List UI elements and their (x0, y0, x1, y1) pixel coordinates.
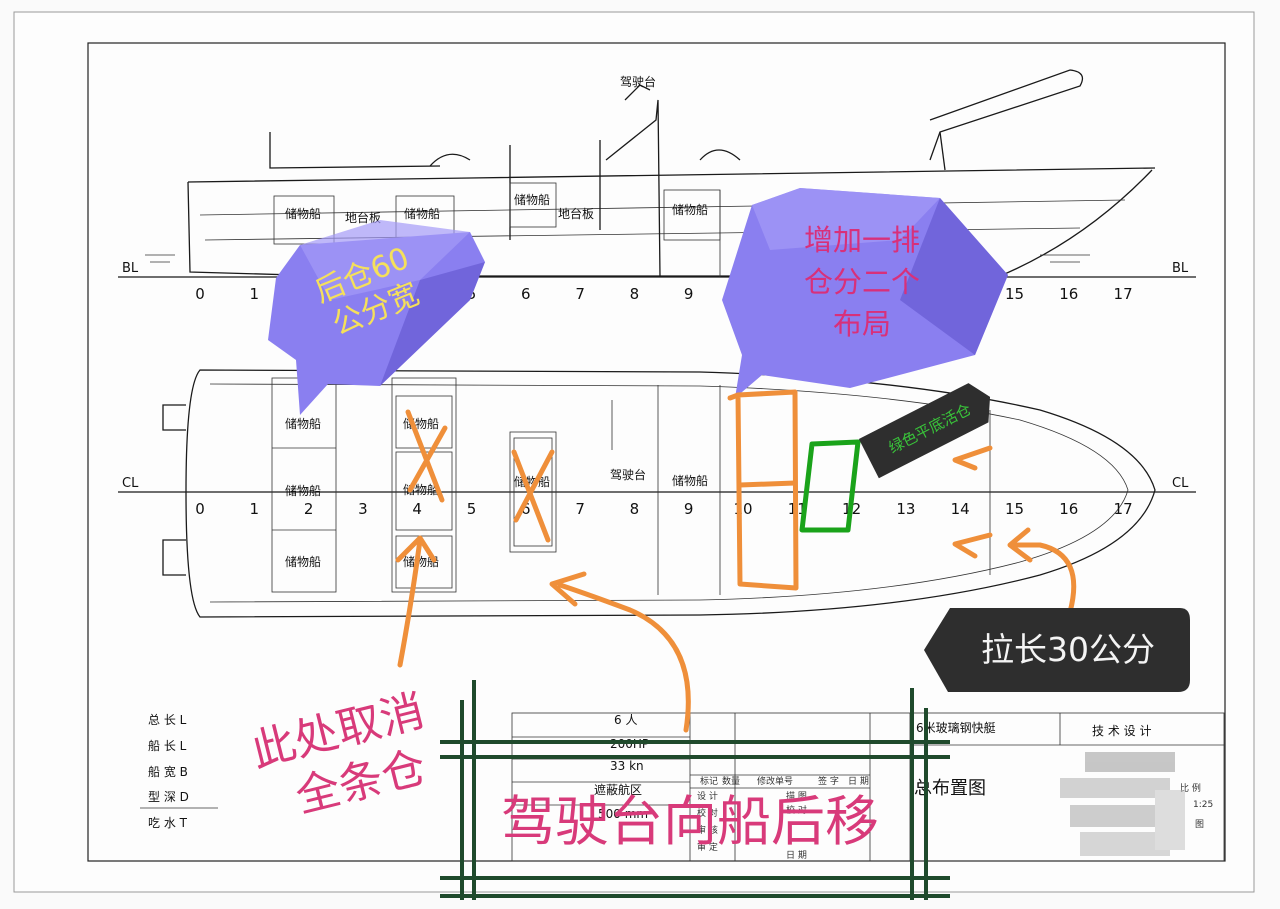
plan-compartment-label: 储物船 (672, 473, 708, 488)
profile-compartment-label: 储物船 (514, 192, 550, 207)
paper-border (13, 11, 1255, 893)
signature-row-label: 审 定 (697, 841, 718, 853)
revision-header: 标记 (700, 775, 718, 787)
front-bubble-line-1: 增加一排 (804, 223, 920, 257)
spec-value: 33 kn (610, 759, 644, 773)
plan-station-number: 8 (630, 500, 640, 518)
plan-station-number: 9 (684, 500, 694, 518)
plan-station-number: 0 (195, 500, 205, 518)
rear-compartment-bubble: 后仓60 公分宽 (268, 220, 485, 415)
profile-compartment-label: 储物船 (672, 202, 708, 217)
profile-compartment-label: 储物船 (404, 206, 440, 221)
particular-label: 型 深 D (148, 790, 189, 804)
plan-station-number: 10 (733, 500, 752, 518)
profile-compartment-label: 储物船 (285, 206, 321, 221)
design-stage: 技 术 设 计 (1092, 724, 1151, 738)
profile-station-number: 17 (1114, 285, 1133, 303)
signature-row-label: 校 对 (697, 807, 718, 819)
green-marker-frame (440, 680, 950, 900)
plan-station-number: 14 (951, 500, 970, 518)
signature-row-label: 设 计 (697, 790, 718, 802)
plan-station-number: 5 (467, 500, 477, 518)
revision-header: 签 字 (818, 775, 839, 787)
profile-compartment-label: 地台板 (558, 206, 594, 221)
plan-station-number: 17 (1114, 500, 1133, 518)
plan-compartment-label: 储物船 (285, 416, 321, 431)
signature-rows: 设 计校 对审 核审 定 (697, 790, 718, 853)
signature-extra-label: 日 期 (786, 850, 807, 861)
new-compartment-sketch (727, 389, 799, 591)
particular-label: 吃 水 T (148, 816, 188, 830)
revision-headers: 标记数量 修改单号 签 字日 期 (700, 775, 869, 787)
plan-station-number: 3 (358, 500, 368, 518)
plan-station-number: 15 (1005, 500, 1024, 518)
plan-station-number: 13 (896, 500, 915, 518)
plan-left-label: CL (122, 476, 139, 491)
title-block: 总 长 L 船 长 L 船 宽 B 型 深 D 吃 水 T 6 人 200HP … (140, 712, 1225, 862)
front-bubble-line-2: 仓分二个 (804, 265, 920, 299)
front-bubble-line-3: 布局 (833, 307, 891, 341)
profile-station-number: 15 (1005, 285, 1024, 303)
scale-value: 1:25 (1193, 800, 1213, 810)
signature-row-label: 审 核 (697, 824, 718, 836)
signature-extra-label: 校 对 (786, 804, 807, 816)
orange-arrows (395, 445, 1077, 733)
particular-label: 总 长 L (148, 713, 187, 727)
plan-station-number: 1 (250, 500, 260, 518)
spec-value: 遮蔽航区 (594, 782, 642, 797)
plan-compartment-label: 储物船 (285, 554, 321, 569)
revision-header: 修改单号 (757, 775, 793, 787)
redacted-area (1060, 752, 1185, 856)
plan-compartment-label: 储物船 (285, 483, 321, 498)
revision-header: 日 期 (848, 776, 869, 787)
front-layout-bubble: 增加一排 仓分二个 布局 (722, 188, 1008, 398)
profile-station-number: 7 (575, 285, 585, 303)
plan-station-number: 7 (575, 500, 585, 518)
stretch-tag: 拉长30公分 (924, 608, 1190, 692)
plan-station-number: 4 (412, 500, 422, 518)
cancel-cross-marks (405, 409, 555, 543)
live-well-sketch (799, 439, 861, 533)
sheet-label: 图 (1195, 819, 1204, 830)
move-helm-note: 驾驶台向船后移 (501, 790, 879, 853)
profile-station-number: 8 (630, 285, 640, 303)
profile-station-number: 1 (250, 285, 260, 303)
project-name: 6米玻璃钢快艇 (916, 721, 996, 735)
plan-station-number: 16 (1059, 500, 1078, 518)
spec-value: 500 mm (598, 807, 648, 821)
profile-view: BL BL 驾驶台 储物船 地台板 储物船 储物船 地台板 储物船 (118, 69, 1196, 278)
plan-station-number: 6 (521, 500, 531, 518)
signature-extra-label: 描 图 (786, 790, 807, 802)
scale-label: 比 例 (1180, 782, 1201, 794)
profile-left-label: BL (122, 261, 139, 276)
profile-helm-label: 驾驶台 (620, 74, 656, 89)
drawing-name: 总布置图 (914, 778, 986, 799)
profile-station-number: 6 (521, 285, 531, 303)
profile-compartment-label: 地台板 (345, 210, 381, 225)
particular-label: 船 宽 B (148, 764, 188, 779)
stretch-tag-text: 拉长30公分 (981, 630, 1155, 669)
particular-label: 船 长 L (148, 739, 187, 753)
profile-station-number: 16 (1059, 285, 1078, 303)
profile-station-number: 0 (195, 285, 205, 303)
profile-station-number: 9 (684, 285, 694, 303)
spec-value: 6 人 (614, 713, 637, 727)
plan-compartment-label: 驾驶台 (610, 467, 646, 482)
revision-header: 数量 (722, 775, 740, 787)
profile-right-label: BL (1172, 261, 1189, 276)
plan-right-label: CL (1172, 476, 1189, 491)
signature-extras: 描 图校 对日 期 (786, 790, 807, 861)
plan-station-number: 2 (304, 500, 314, 518)
